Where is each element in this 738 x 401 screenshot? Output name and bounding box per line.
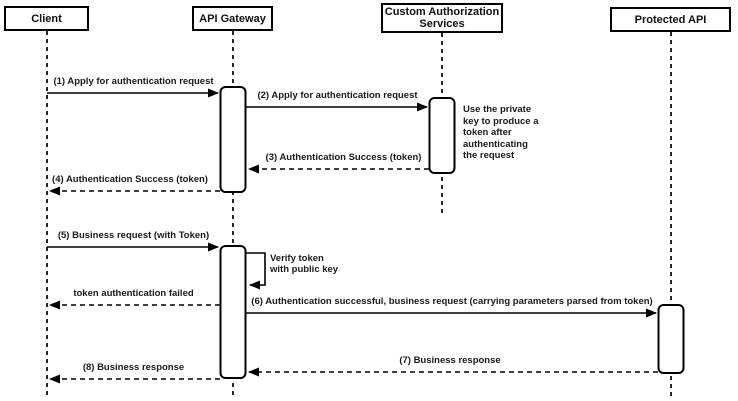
message-label-7: token authentication failed (73, 288, 194, 299)
message-label-5: (5) Business request (with Token) (57, 230, 210, 241)
actor-label-custom-authorization-services: Custom Authorization Services (384, 6, 500, 30)
message-label-2: (2) Apply for authentication request (257, 90, 418, 101)
api-gateway-activation-bar-2 (219, 245, 247, 379)
actor-label-api-gateway: API Gateway (199, 12, 266, 25)
message-label-9: (7) Business response (399, 355, 501, 366)
message-label-8: (6) Authentication successful, business … (251, 296, 653, 307)
private-key-note: Use the private key to produce a token a… (463, 104, 539, 161)
self-message-verify-token-label: Verify token with public key (270, 253, 339, 275)
protected-api-activation-bar (657, 304, 685, 374)
self-message-verify-token-arrow (246, 252, 266, 290)
custom-authorization-activation-bar (428, 97, 456, 174)
message-label-3: (3) Authentication Success (token) (265, 152, 422, 163)
actor-box-api-gateway: API Gateway (192, 6, 273, 31)
message-label-4: (4) Authentication Success (token) (52, 174, 208, 185)
message-label-1: (1) Apply for authentication request (53, 76, 214, 87)
actor-box-protected-api: Protected API (610, 7, 731, 32)
message-label-10: (8) Business response (82, 362, 185, 373)
api-gateway-activation-bar-1 (219, 86, 247, 193)
actor-label-client: Client (31, 12, 62, 25)
actor-box-custom-authorization-services: Custom Authorization Services (381, 3, 503, 33)
actor-label-protected-api: Protected API (634, 13, 707, 26)
actor-box-client: Client (4, 6, 89, 31)
